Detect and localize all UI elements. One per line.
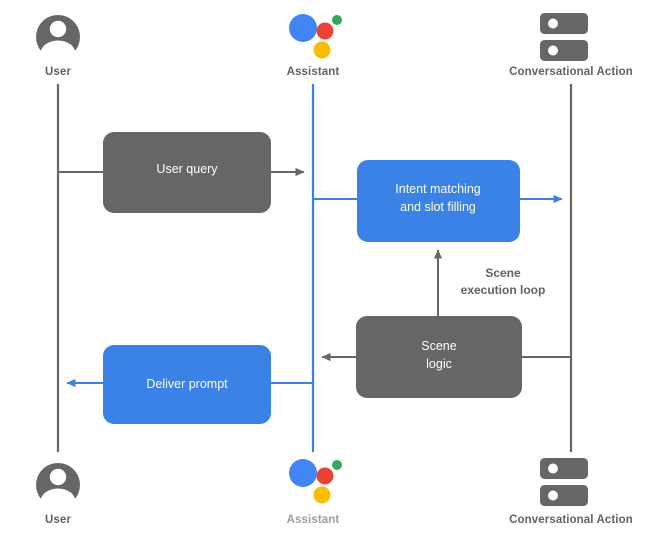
node-scene-logic-label-line2: logic [426,357,452,371]
actor-label-conversational-action-top: Conversational Action [509,66,633,78]
node-deliver-prompt-label: Deliver prompt [146,377,228,391]
scene-execution-loop-line1: Scene [485,266,521,280]
node-user-query-label: User query [156,162,218,176]
google-assistant-icon [289,459,342,504]
actor-label-conversational-action-bottom: Conversational Action [509,514,633,526]
node-intent-matching[interactable]: Intent matching and slot filling [357,160,520,242]
scene-execution-loop-line2: execution loop [461,283,546,297]
user-avatar-icon [36,463,80,511]
actor-label-assistant-top: Assistant [286,66,340,78]
server-icon [540,458,588,506]
annotation-scene-execution-loop: Scene execution loop [461,266,546,297]
node-deliver-prompt[interactable]: Deliver prompt [103,345,271,424]
node-scene-logic[interactable]: Scene logic [356,316,522,398]
node-user-query[interactable]: User query [103,132,271,213]
user-avatar-icon [36,15,80,63]
actor-label-user-top: User [45,66,71,78]
google-assistant-icon [289,14,342,59]
node-scene-logic-label-line1: Scene [421,339,456,353]
node-intent-matching-label-line1: Intent matching [395,182,481,196]
actor-label-user-bottom: User [45,514,71,526]
server-icon [540,13,588,61]
node-intent-matching-label-line2: and slot filling [400,200,476,214]
actor-label-assistant-bottom: Assistant [286,514,340,526]
